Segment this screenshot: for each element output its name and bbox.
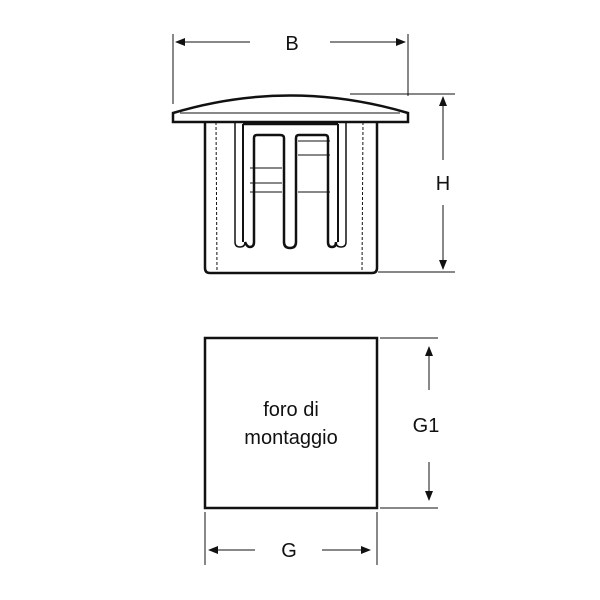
label-b: B: [285, 33, 298, 55]
hole-label-line1: foro di: [263, 399, 319, 421]
dimension-g1: [380, 337, 438, 509]
dimension-g: [204, 512, 378, 565]
mounting-hole-square: [203, 336, 379, 510]
label-h: H: [436, 173, 450, 195]
dimension-b: [172, 34, 409, 104]
dimension-h: [350, 93, 455, 273]
label-g: G: [281, 540, 297, 562]
hole-label-line2: montaggio: [244, 427, 337, 449]
label-g1: G1: [413, 415, 440, 437]
plug-side-view: [171, 94, 410, 275]
